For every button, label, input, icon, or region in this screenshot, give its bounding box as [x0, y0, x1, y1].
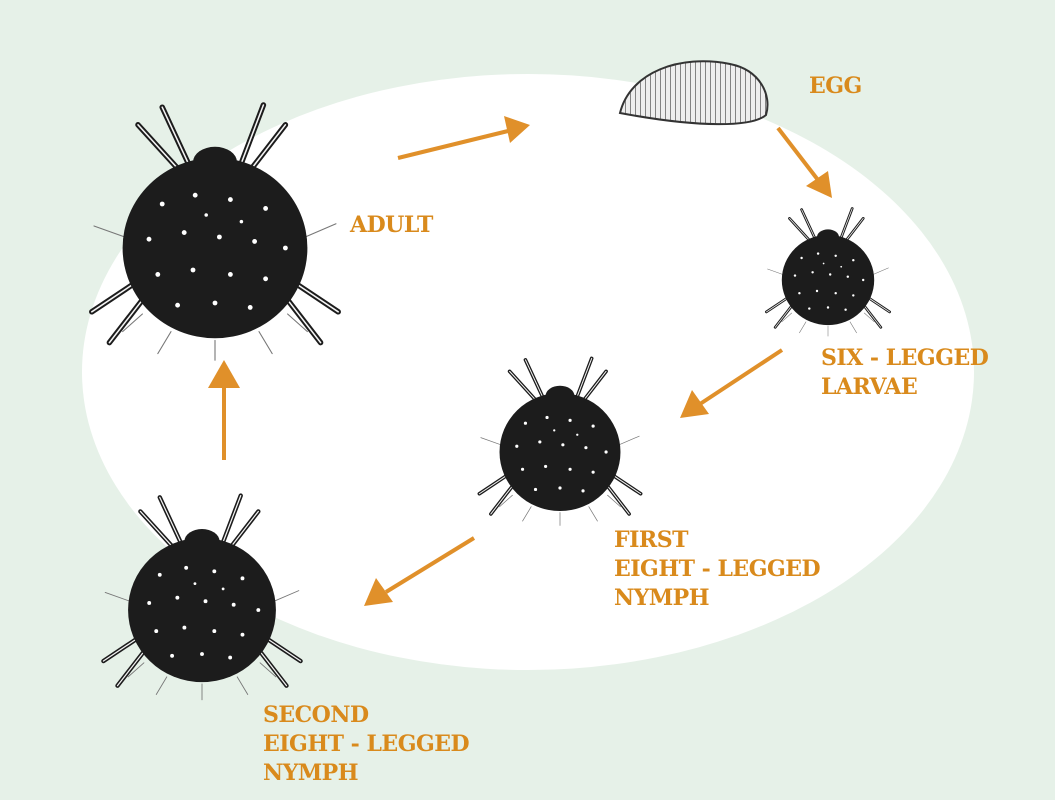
egg-illustration: [620, 61, 768, 124]
label-first-nymph-line-3: NYMPH: [614, 584, 820, 613]
label-second-nymph-line-3: NYMPH: [263, 759, 469, 788]
label-egg: EGG: [809, 72, 862, 101]
label-egg-line: EGG: [809, 72, 862, 101]
label-first-nymph-line-2: EIGHT - LEGGED: [614, 555, 820, 584]
label-larvae: SIX - LEGGED LARVAE: [821, 344, 988, 402]
label-second-nymph-line-2: EIGHT - LEGGED: [263, 730, 469, 759]
label-first-nymph-line-1: FIRST: [614, 526, 820, 555]
label-adult-line: ADULT: [350, 211, 433, 240]
label-first-nymph: FIRST EIGHT - LEGGED NYMPH: [614, 526, 820, 613]
label-second-nymph: SECOND EIGHT - LEGGED NYMPH: [263, 701, 469, 788]
label-larvae-line-1: SIX - LEGGED: [821, 344, 988, 373]
label-second-nymph-line-1: SECOND: [263, 701, 469, 730]
label-adult: ADULT: [350, 211, 433, 240]
label-larvae-line-2: LARVAE: [821, 373, 988, 402]
